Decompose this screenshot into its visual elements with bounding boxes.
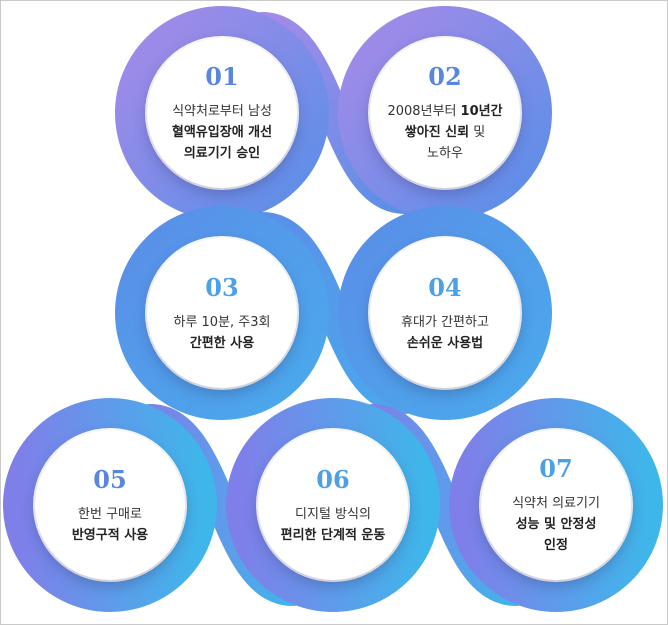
feature-text-segment: 휴대가 간편하고 xyxy=(401,314,489,330)
feature-text-segment: 및 xyxy=(469,125,486,140)
feature-text-segment: 성능 및 안정성 xyxy=(515,517,597,532)
feature-number: 01 xyxy=(205,62,239,91)
feature-number: 03 xyxy=(205,272,239,302)
feature-number: 04 xyxy=(428,272,462,302)
feature-number: 05 xyxy=(93,464,127,494)
feature-text-line: 디지털 방식의 xyxy=(263,504,403,525)
ring-1-1 xyxy=(115,6,329,220)
feature-text-segment: 한번 구매로 xyxy=(78,506,142,522)
feature-text-line: 간편한 사용 xyxy=(152,333,292,354)
feature-text-segment: 디지털 방식의 xyxy=(295,506,371,522)
feature-number: 02 xyxy=(428,62,462,91)
feature-text-segment: 반영구적 사용 xyxy=(71,527,149,543)
feature-text-segment: 쌓아진 신뢰 xyxy=(404,125,470,140)
ring-3-2 xyxy=(226,398,440,612)
feature-number: 07 xyxy=(539,454,573,483)
feature-text-line: 식약처 의료기기 xyxy=(486,493,626,514)
feature-text-line: 편리한 단계적 운동 xyxy=(263,525,403,546)
feature-text-line: 휴대가 간편하고 xyxy=(375,312,515,333)
feature-text-segment: 식약처로부터 남성 xyxy=(172,104,272,119)
ring-3-1 xyxy=(3,398,217,612)
feature-text-line: 2008년부터 10년간 xyxy=(375,101,515,122)
feature-text-line: 쌓아진 신뢰 및 xyxy=(375,122,515,143)
feature-number: 06 xyxy=(316,464,350,494)
feature-text-line: 반영구적 사용 xyxy=(40,525,180,546)
feature-text-line: 노하우 xyxy=(375,143,515,164)
feature-text-segment: 의료기기 승인 xyxy=(183,146,261,161)
ring-2-1 xyxy=(115,206,329,420)
feature-text-line: 한번 구매로 xyxy=(40,504,180,525)
feature-text-segment: 혈액유입장애 개선 xyxy=(171,125,273,140)
feature-text-segment: 인정 xyxy=(544,538,568,553)
feature-text-line: 식약처로부터 남성 xyxy=(152,101,292,122)
feature-text-line: 혈액유입장애 개선 xyxy=(152,122,292,143)
feature-text-segment: 하루 10분, 주3회 xyxy=(173,314,271,330)
ring-2-2 xyxy=(338,206,552,420)
feature-text-segment: 간편한 사용 xyxy=(189,335,255,351)
feature-text-segment: 노하우 xyxy=(427,146,463,161)
feature-text-segment: 2008년부터 xyxy=(387,104,461,119)
feature-text-segment: 편리한 단계적 운동 xyxy=(280,527,386,543)
feature-text-segment: 10년간 xyxy=(460,104,503,119)
feature-text-line: 하루 10분, 주3회 xyxy=(152,312,292,333)
feature-text-line: 손쉬운 사용법 xyxy=(375,333,515,354)
feature-text-line: 성능 및 안정성 xyxy=(486,514,626,535)
feature-text-line: 의료기기 승인 xyxy=(152,143,292,164)
feature-text-segment: 손쉬운 사용법 xyxy=(406,335,484,351)
ring-3-3 xyxy=(449,398,663,612)
ring-1-2 xyxy=(338,6,552,220)
feature-text-segment: 식약처 의료기기 xyxy=(512,496,600,511)
feature-text-line: 인정 xyxy=(486,535,626,556)
